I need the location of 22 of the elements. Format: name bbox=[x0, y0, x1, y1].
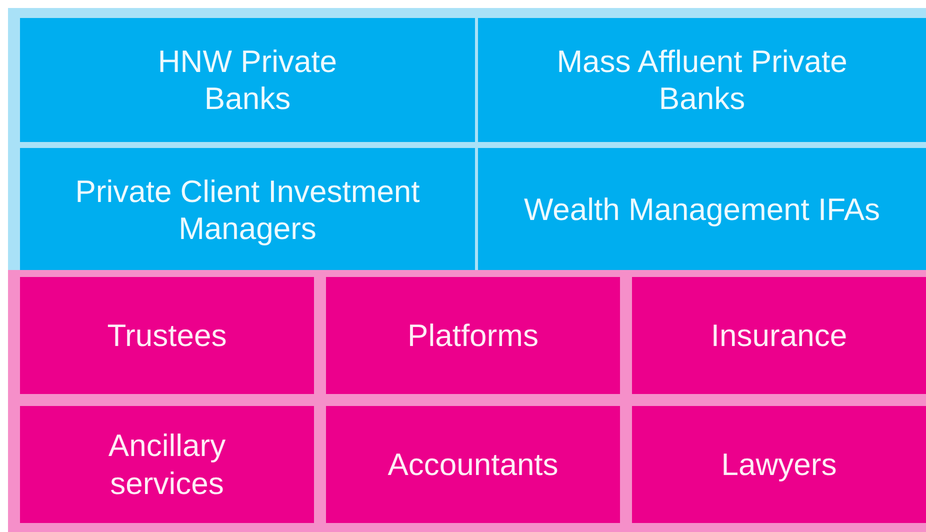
category-box bbox=[478, 148, 926, 272]
box-label: Lawyers bbox=[721, 446, 837, 484]
category-box bbox=[20, 148, 475, 272]
box-label: Mass Affluent Private Banks bbox=[556, 42, 848, 118]
box-label: Accountants bbox=[388, 446, 558, 484]
category-box bbox=[20, 18, 475, 142]
category-box bbox=[632, 406, 926, 523]
category-box bbox=[20, 277, 314, 394]
category-box bbox=[326, 277, 620, 394]
box-label: HNW Private Banks bbox=[156, 42, 338, 118]
box-label: Trustees bbox=[107, 316, 227, 354]
box-label: Platforms bbox=[408, 316, 538, 354]
category-box bbox=[478, 18, 926, 142]
band-background bbox=[8, 8, 926, 270]
band-background bbox=[8, 270, 926, 532]
box-label: Wealth Management IFAs bbox=[524, 191, 880, 229]
box-label: Private Client Investment Managers bbox=[74, 172, 421, 248]
category-box bbox=[632, 277, 926, 394]
box-label: Ancillary services bbox=[107, 427, 227, 502]
box-label: Insurance bbox=[710, 316, 848, 354]
category-box bbox=[326, 406, 620, 523]
category-box bbox=[20, 406, 314, 523]
